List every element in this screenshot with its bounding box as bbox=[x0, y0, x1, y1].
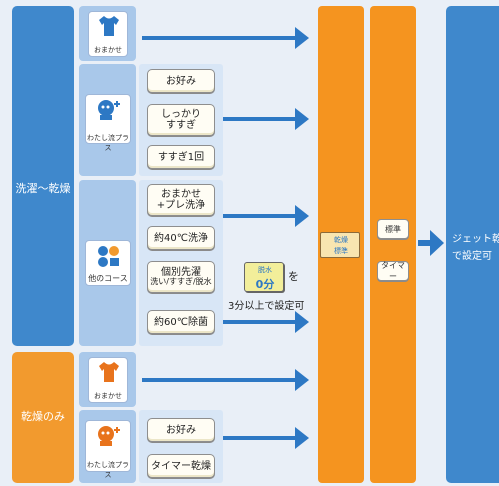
arrowhead-yaku60 bbox=[295, 311, 309, 333]
timer-dry-button[interactable]: タイマー乾燥 bbox=[147, 454, 215, 478]
jet-dry-line1: ジェット乾燥 bbox=[452, 234, 499, 245]
omakase-pre-line1: おまかせ bbox=[161, 189, 201, 200]
dry-only-label: 乾燥のみ bbox=[21, 410, 65, 423]
yaku60-button[interactable]: 約60℃除菌 bbox=[147, 310, 215, 334]
shikkari-line1: しっかり bbox=[161, 109, 201, 120]
dry-tag-line2: 標準 bbox=[334, 247, 348, 255]
shirt-icon bbox=[99, 16, 119, 36]
other-course-icon-box[interactable]: 他のコース bbox=[85, 240, 131, 286]
mode-column bbox=[370, 6, 416, 483]
person-plus-icon bbox=[98, 100, 120, 120]
standard-button[interactable]: 標準 bbox=[377, 219, 409, 239]
okonomi-bottom-button[interactable]: お好み bbox=[147, 418, 215, 442]
okonomi-top-button[interactable]: お好み bbox=[147, 69, 215, 93]
arrowhead-omakase-bottom bbox=[295, 369, 309, 391]
arrow-yaku60 bbox=[223, 320, 298, 324]
susugi-once-button[interactable]: すすぎ1回 bbox=[147, 145, 215, 169]
dassui-value: 0分 bbox=[255, 278, 275, 291]
jet-dry-line2: で設定可 bbox=[452, 251, 492, 262]
dry-tag-line1: 乾燥 bbox=[334, 236, 348, 244]
kobetsu-button[interactable]: 個別先濯 洗い/すすぎ/脱水 bbox=[147, 261, 215, 293]
omakase-bottom-label: おまかせ bbox=[94, 392, 122, 400]
wash-dry-label: 洗濯～乾燥 bbox=[15, 182, 71, 195]
arrowhead-shikkari bbox=[295, 108, 309, 130]
omakase-bottom-icon-box[interactable]: おまかせ bbox=[88, 357, 128, 403]
yaku40-button[interactable]: 約40℃洗浄 bbox=[147, 226, 215, 250]
arrow-omakase-bottom bbox=[142, 378, 298, 382]
kobetsu-line1: 個別先濯 bbox=[161, 267, 201, 279]
dry-standard-tag[interactable]: 乾燥 標準 bbox=[320, 232, 360, 258]
timer-button[interactable]: タイマー bbox=[377, 261, 409, 281]
wash-dry-column: 洗濯～乾燥 bbox=[12, 6, 74, 346]
shirt-orange-icon bbox=[99, 362, 119, 382]
omakase-top-label: おまかせ bbox=[94, 46, 122, 54]
arrow-omakase-pre bbox=[223, 214, 298, 218]
dassui-label: 脱水 bbox=[258, 266, 272, 274]
dassui-indicator: 脱水 0分 bbox=[244, 262, 284, 292]
dassui-particle: を bbox=[288, 270, 299, 283]
arrowhead-to-jet bbox=[430, 230, 444, 256]
watashi-top-icon-box[interactable]: わたし流プラス bbox=[85, 94, 131, 152]
arrowhead-omakase-pre bbox=[295, 205, 309, 227]
arrow-omakase-top bbox=[142, 36, 298, 40]
other-course-label: 他のコース bbox=[88, 274, 128, 283]
omakase-pre-button[interactable]: おまかせ +プレ洗浄 bbox=[147, 184, 215, 216]
dassui-note: 3分以上で設定可 bbox=[228, 301, 305, 312]
dry-only-column: 乾燥のみ bbox=[12, 352, 74, 483]
watashi-bottom-label: わたし流プラス bbox=[87, 461, 129, 479]
shikkari-susugi-button[interactable]: しっかり すすぎ bbox=[147, 104, 215, 136]
arrowhead-omakase-top bbox=[295, 27, 309, 49]
omakase-top-icon-box[interactable]: おまかせ bbox=[88, 11, 128, 57]
arrowhead-watashi-bottom bbox=[295, 427, 309, 449]
drops-icon bbox=[98, 246, 119, 267]
omakase-pre-line2: +プレ洗浄 bbox=[156, 200, 206, 211]
kobetsu-line2: 洗い/すすぎ/脱水 bbox=[150, 277, 212, 287]
jet-dry-panel: ジェット乾燥 で設定可 bbox=[446, 6, 499, 483]
shikkari-line2: すすぎ bbox=[166, 120, 196, 131]
watashi-bottom-icon-box[interactable]: わたし流プラス bbox=[85, 420, 131, 479]
watashi-top-label: わたし流プラス bbox=[87, 134, 129, 152]
arrow-to-jet bbox=[418, 240, 434, 246]
arrow-shikkari bbox=[223, 117, 298, 121]
arrow-watashi-bottom bbox=[223, 436, 298, 440]
person-plus-icon bbox=[98, 426, 120, 446]
